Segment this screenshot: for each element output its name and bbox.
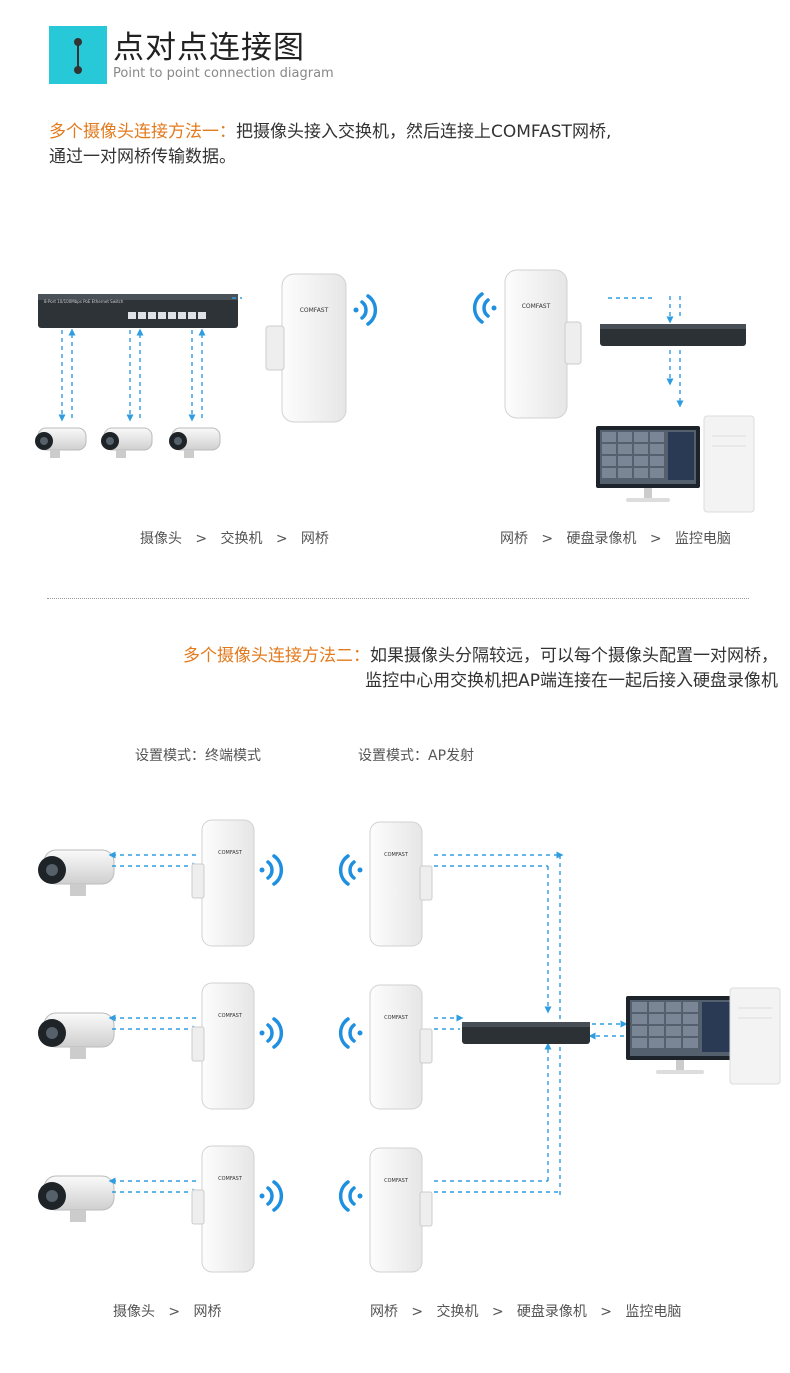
- switch-nvr: [462, 1022, 590, 1044]
- method1-diagram: 8-Port 10/100Mbps PoE Ethernet Switch: [35, 269, 755, 513]
- link-row-1: COMFAST COMFAST: [38, 819, 433, 947]
- poe-switch: 8-Port 10/100Mbps PoE Ethernet Switch: [38, 294, 238, 328]
- bridge-ap: COMFAST: [369, 821, 433, 947]
- wifi-icon: [259, 854, 284, 886]
- camera-2: [101, 427, 153, 458]
- caption-sep: >: [195, 531, 208, 547]
- page-title: 点对点连接图: [113, 30, 305, 66]
- link-icon: [74, 38, 82, 74]
- wifi-icon: [338, 1180, 363, 1212]
- method1-label: 多个摄像头连接方法一：: [49, 122, 236, 142]
- caption-bridge: 网桥: [300, 531, 329, 547]
- method1-caption-right: 网桥 > 硬盘录像机 > 监控电脑: [500, 528, 731, 548]
- caption-switch: 交换机: [436, 1304, 479, 1320]
- method1-description: 多个摄像头连接方法一：把摄像头接入交换机，然后连接上COMFAST网桥, 通过一…: [49, 120, 769, 170]
- method2-caption-right: 网桥 > 交换机 > 硬盘录像机 > 监控电脑: [370, 1301, 681, 1321]
- bridge-client: COMFAST: [265, 273, 347, 423]
- bridge-brand: COMFAST: [218, 1176, 243, 1182]
- caption-pc: 监控电脑: [674, 531, 731, 547]
- bridge-client: COMFAST: [191, 1145, 255, 1273]
- header-accent-box: [49, 26, 107, 84]
- method1-caption-left: 摄像头 > 交换机 > 网桥: [140, 528, 329, 548]
- bridge-brand: COMFAST: [300, 307, 329, 314]
- link-row-3: COMFAST COMFAST: [38, 1145, 433, 1273]
- bridge-brand: COMFAST: [522, 303, 551, 310]
- caption-bridge: 网桥: [370, 1304, 398, 1320]
- caption-nvr: 硬盘录像机: [516, 1304, 587, 1320]
- bridge-ap: COMFAST: [369, 1147, 433, 1273]
- monitoring-pc: [596, 415, 755, 513]
- mode-client-label: 设置模式：终端模式: [135, 748, 261, 764]
- method2-diagram: COMFAST COMFAST COMFAST: [38, 819, 781, 1273]
- page-subtitle: Point to point connection diagram: [113, 66, 334, 81]
- bridge-brand: COMFAST: [218, 850, 243, 856]
- method1-text-line1: 把摄像头接入交换机，然后连接上COMFAST网桥,: [236, 122, 612, 142]
- section-divider: [47, 598, 749, 599]
- wifi-icon: [259, 1017, 284, 1049]
- wifi-icon: [472, 292, 497, 324]
- caption-pc: 监控电脑: [625, 1304, 682, 1320]
- switch-label: 8-Port 10/100Mbps PoE Ethernet Switch: [44, 299, 124, 304]
- method2-label: 多个摄像头连接方法二：: [183, 646, 370, 666]
- bridge-brand: COMFAST: [384, 852, 409, 858]
- caption-bridge: 网桥: [193, 1304, 222, 1320]
- method2-caption-left: 摄像头 > 网桥: [113, 1301, 221, 1321]
- caption-bridge: 网桥: [500, 531, 528, 547]
- wifi-icon: [338, 1017, 363, 1049]
- monitoring-pc: [626, 987, 781, 1085]
- caption-sep: >: [168, 1304, 181, 1320]
- camera-1: [35, 427, 87, 458]
- wifi-icon: [353, 294, 378, 326]
- caption-camera: 摄像头: [113, 1304, 155, 1320]
- bridge-client: COMFAST: [191, 819, 255, 947]
- bridge-brand: COMFAST: [384, 1178, 409, 1184]
- mode-ap-label: 设置模式：AP发射: [358, 748, 475, 764]
- method1-text-line2: 通过一对网桥传输数据。: [49, 147, 236, 167]
- bridge-client: COMFAST: [191, 982, 255, 1110]
- link-row-2: COMFAST COMFAST: [38, 982, 433, 1110]
- bridge-ap: COMFAST: [369, 984, 433, 1110]
- method2-text-line1: 如果摄像头分隔较远，可以每个摄像头配置一对网桥，: [370, 646, 778, 666]
- caption-sep: >: [600, 1304, 612, 1320]
- caption-sep: >: [491, 1304, 504, 1320]
- caption-switch: 交换机: [220, 531, 263, 547]
- wifi-icon: [259, 1180, 284, 1212]
- caption-sep: >: [411, 1304, 424, 1320]
- camera: [38, 1175, 115, 1222]
- bridge-brand: COMFAST: [218, 1013, 243, 1019]
- bridge-brand: COMFAST: [384, 1015, 409, 1021]
- wifi-icon: [338, 854, 363, 886]
- caption-sep: >: [541, 531, 554, 547]
- caption-camera: 摄像头: [140, 531, 182, 547]
- method2-description: 多个摄像头连接方法二：如果摄像头分隔较远，可以每个摄像头配置一对网桥， 监控中心…: [43, 644, 778, 694]
- camera: [38, 849, 115, 896]
- method2-text-line2: 监控中心用交换机把AP端连接在一起后接入硬盘录像机: [365, 671, 778, 691]
- caption-nvr: 硬盘录像机: [566, 531, 637, 547]
- bridge-ap: COMFAST: [504, 269, 582, 419]
- camera-3: [169, 427, 221, 458]
- nvr-recorder: [600, 324, 746, 346]
- caption-sep: >: [649, 531, 662, 547]
- camera: [38, 1012, 115, 1059]
- caption-sep: >: [275, 531, 288, 547]
